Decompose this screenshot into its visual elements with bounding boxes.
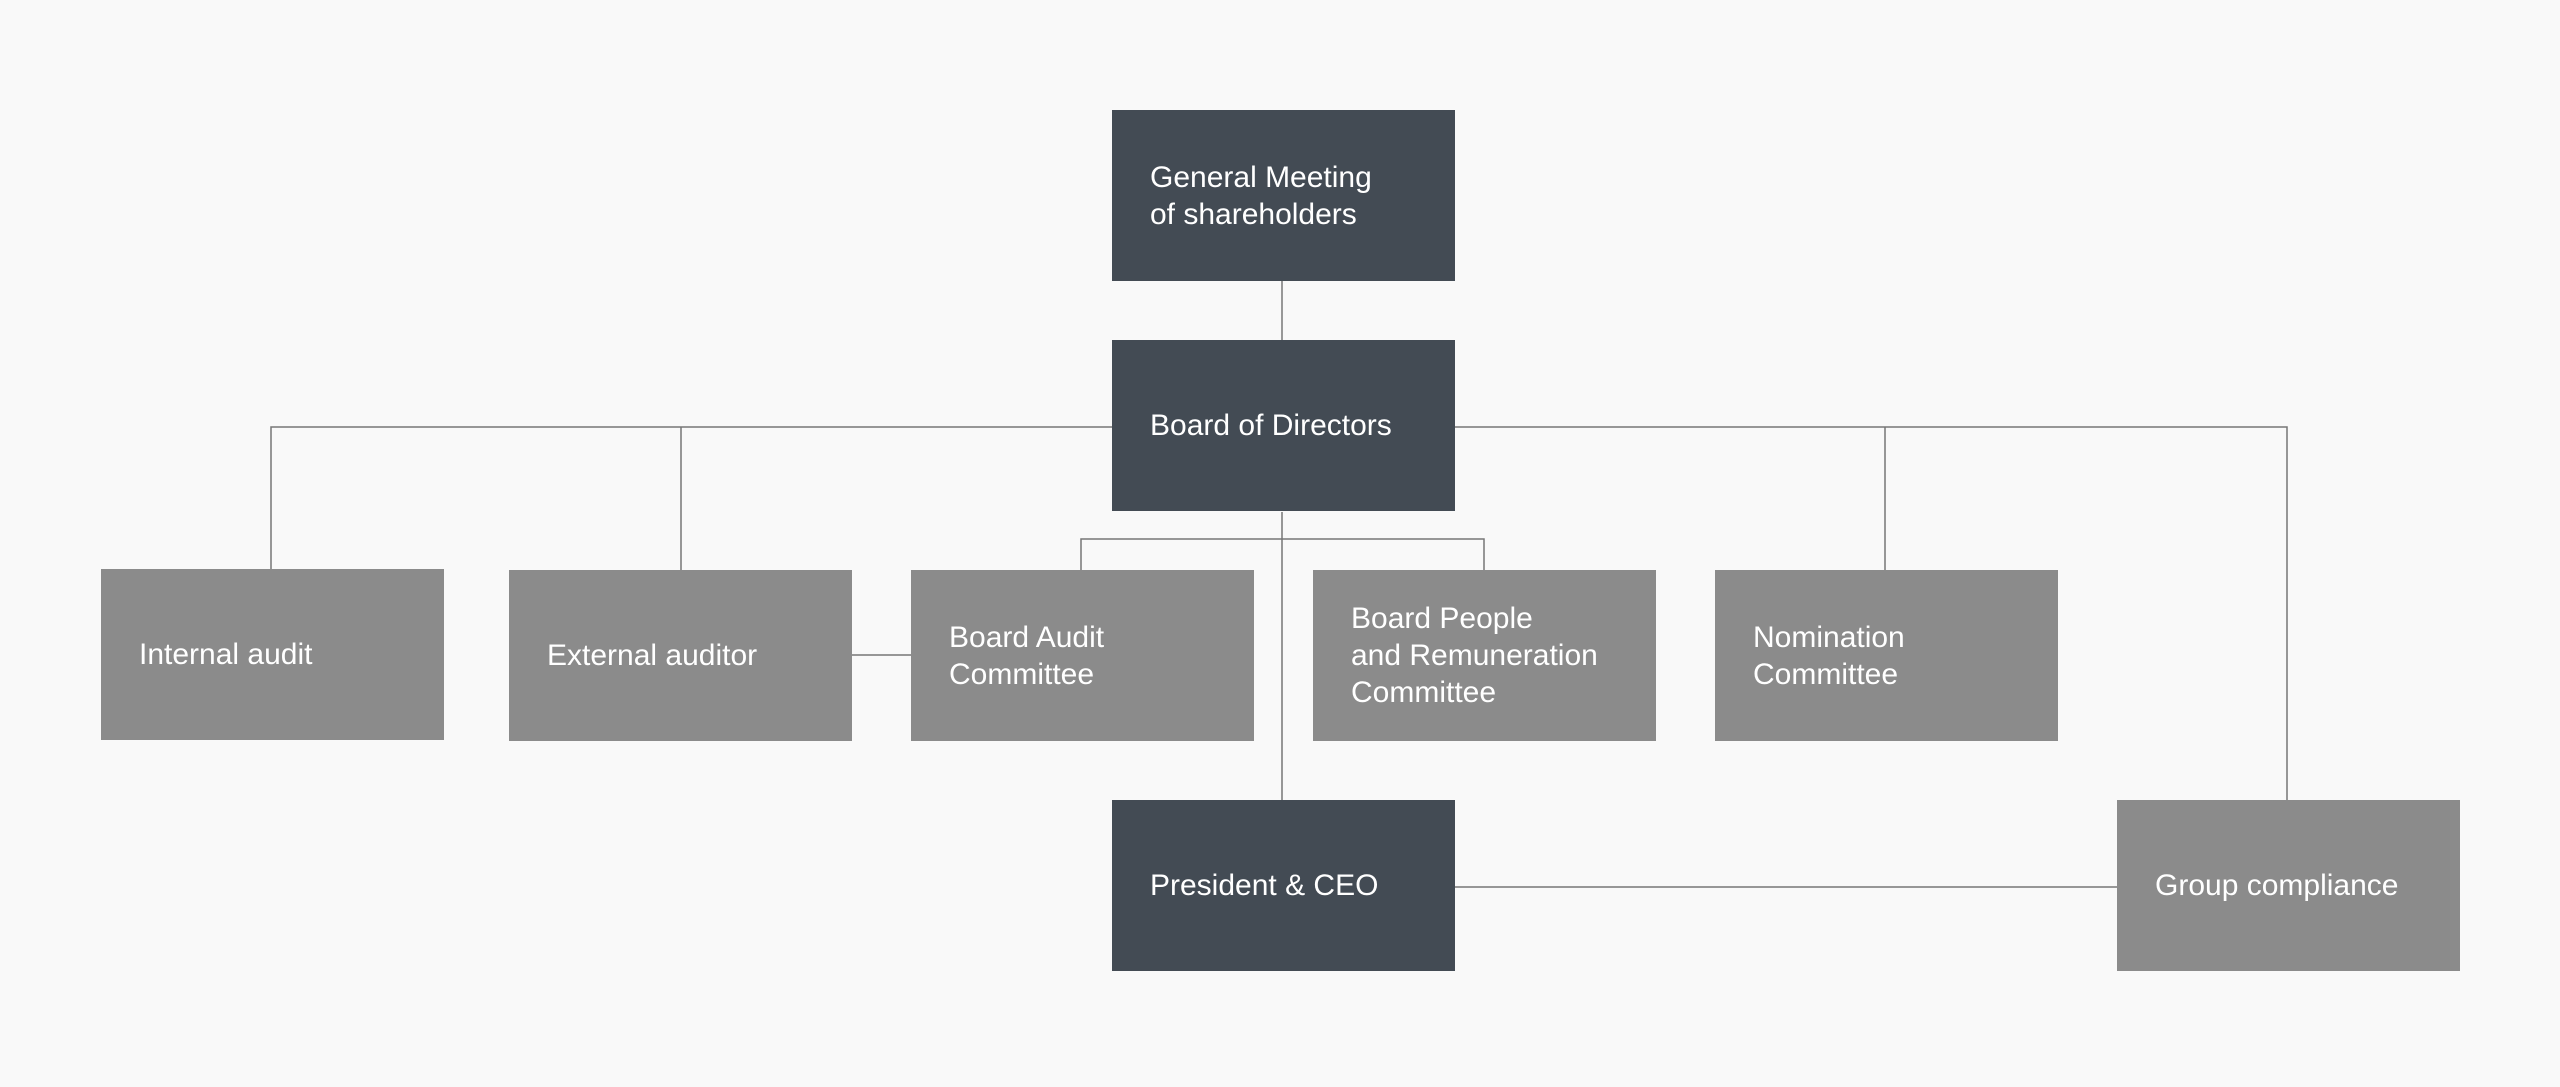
board-people-remuneration-committee-box: Board People and Remuneration Committee	[1313, 570, 1656, 741]
board-audit-committee-label: Board Audit Committee	[949, 620, 1105, 691]
board-of-directors-label: Board of Directors	[1150, 409, 1392, 442]
president-ceo-box: President & CEO	[1112, 800, 1455, 971]
nomination-committee-label: Nomination Committee	[1753, 620, 1905, 691]
connector-board-to-internal-audit	[270, 426, 1112, 569]
connector-committees-bar	[1080, 538, 1485, 570]
board-audit-committee-box: Board Audit Committee	[911, 570, 1254, 741]
connector-board-to-group-compliance	[1455, 426, 2288, 800]
external-auditor-box: External auditor	[509, 570, 852, 741]
board-people-remuneration-committee-label: Board People and Remuneration Committee	[1351, 602, 1598, 709]
board-of-directors-box: Board of Directors	[1112, 340, 1455, 511]
external-auditor-label: External auditor	[547, 639, 758, 672]
general-meeting-box: General Meeting of shareholders	[1112, 110, 1455, 281]
internal-audit-label: Internal audit	[139, 638, 313, 671]
internal-audit-box: Internal audit	[101, 569, 444, 740]
group-compliance-label: Group compliance	[2155, 869, 2399, 902]
group-compliance-box: Group compliance	[2117, 800, 2460, 971]
general-meeting-label: General Meeting of shareholders	[1150, 160, 1372, 231]
nomination-committee-box: Nomination Committee	[1715, 570, 2058, 741]
president-ceo-label: President & CEO	[1150, 869, 1379, 902]
